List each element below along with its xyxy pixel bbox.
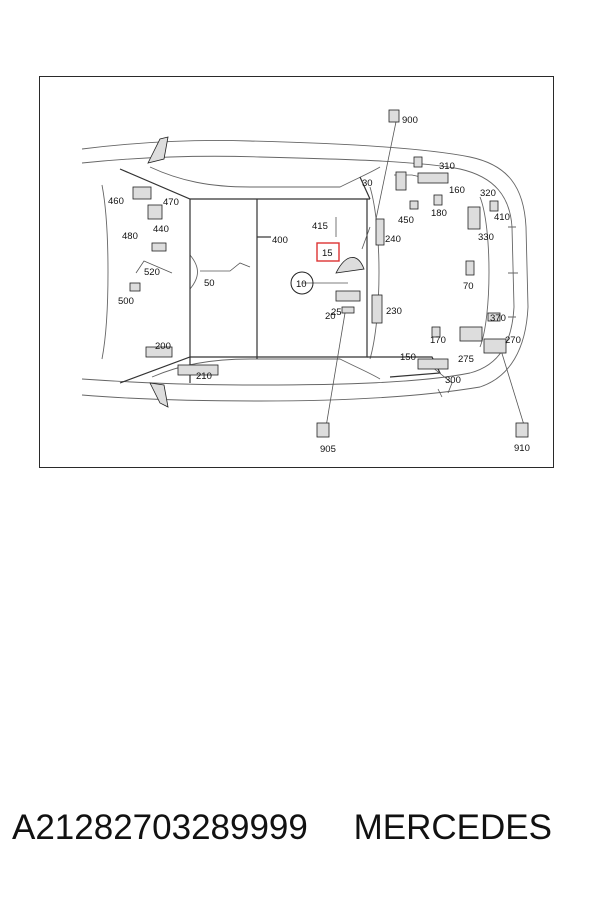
caption: A21282703289999 MERCEDES — [12, 808, 592, 858]
label-200: 200 — [155, 341, 171, 352]
label-900: 900 — [402, 115, 418, 126]
label-70: 70 — [463, 281, 474, 292]
diagram-frame: 15 10 900 310 160 320 410 30 450 180 330… — [39, 76, 554, 468]
harness-lines — [119, 116, 525, 428]
label-310: 310 — [439, 161, 455, 172]
label-480: 480 — [122, 231, 138, 242]
label-410: 410 — [494, 212, 510, 223]
callout-labels: 900 310 160 320 410 30 450 180 330 415 2… — [108, 115, 530, 455]
label-20: 20 — [325, 311, 336, 322]
circle-10 — [290, 271, 314, 295]
label-415: 415 — [312, 221, 328, 232]
highlight-box-15 — [316, 242, 340, 262]
label-370: 370 — [490, 313, 506, 324]
label-400: 400 — [272, 235, 288, 246]
label-470: 470 — [163, 197, 179, 208]
wiring-diagram: 15 10 900 310 160 320 410 30 450 180 330… — [81, 109, 530, 455]
label-905: 905 — [320, 444, 336, 455]
label-10: 10 — [296, 279, 307, 290]
label-520: 520 — [144, 267, 160, 278]
label-180: 180 — [431, 208, 447, 219]
label-460: 460 — [108, 196, 124, 207]
label-300: 300 — [445, 375, 461, 386]
label-440: 440 — [153, 224, 169, 235]
brand-name: MERCEDES — [353, 808, 552, 847]
label-210: 210 — [196, 371, 212, 382]
label-160: 160 — [449, 185, 465, 196]
label-450: 450 — [398, 215, 414, 226]
label-230: 230 — [386, 306, 402, 317]
label-330: 330 — [478, 232, 494, 243]
label-275: 275 — [458, 354, 474, 365]
label-270: 270 — [505, 335, 521, 346]
label-170: 170 — [430, 335, 446, 346]
component-parts — [129, 109, 529, 438]
label-15: 15 — [322, 248, 333, 259]
part-number: A21282703289999 — [12, 808, 308, 847]
label-320: 320 — [480, 188, 496, 199]
label-240: 240 — [385, 234, 401, 245]
label-30: 30 — [362, 178, 373, 189]
label-150: 150 — [400, 352, 416, 363]
car-outline — [81, 136, 529, 408]
label-50: 50 — [204, 278, 215, 289]
label-500: 500 — [118, 296, 134, 307]
label-910: 910 — [514, 443, 530, 454]
label-25: 25 — [331, 307, 342, 318]
